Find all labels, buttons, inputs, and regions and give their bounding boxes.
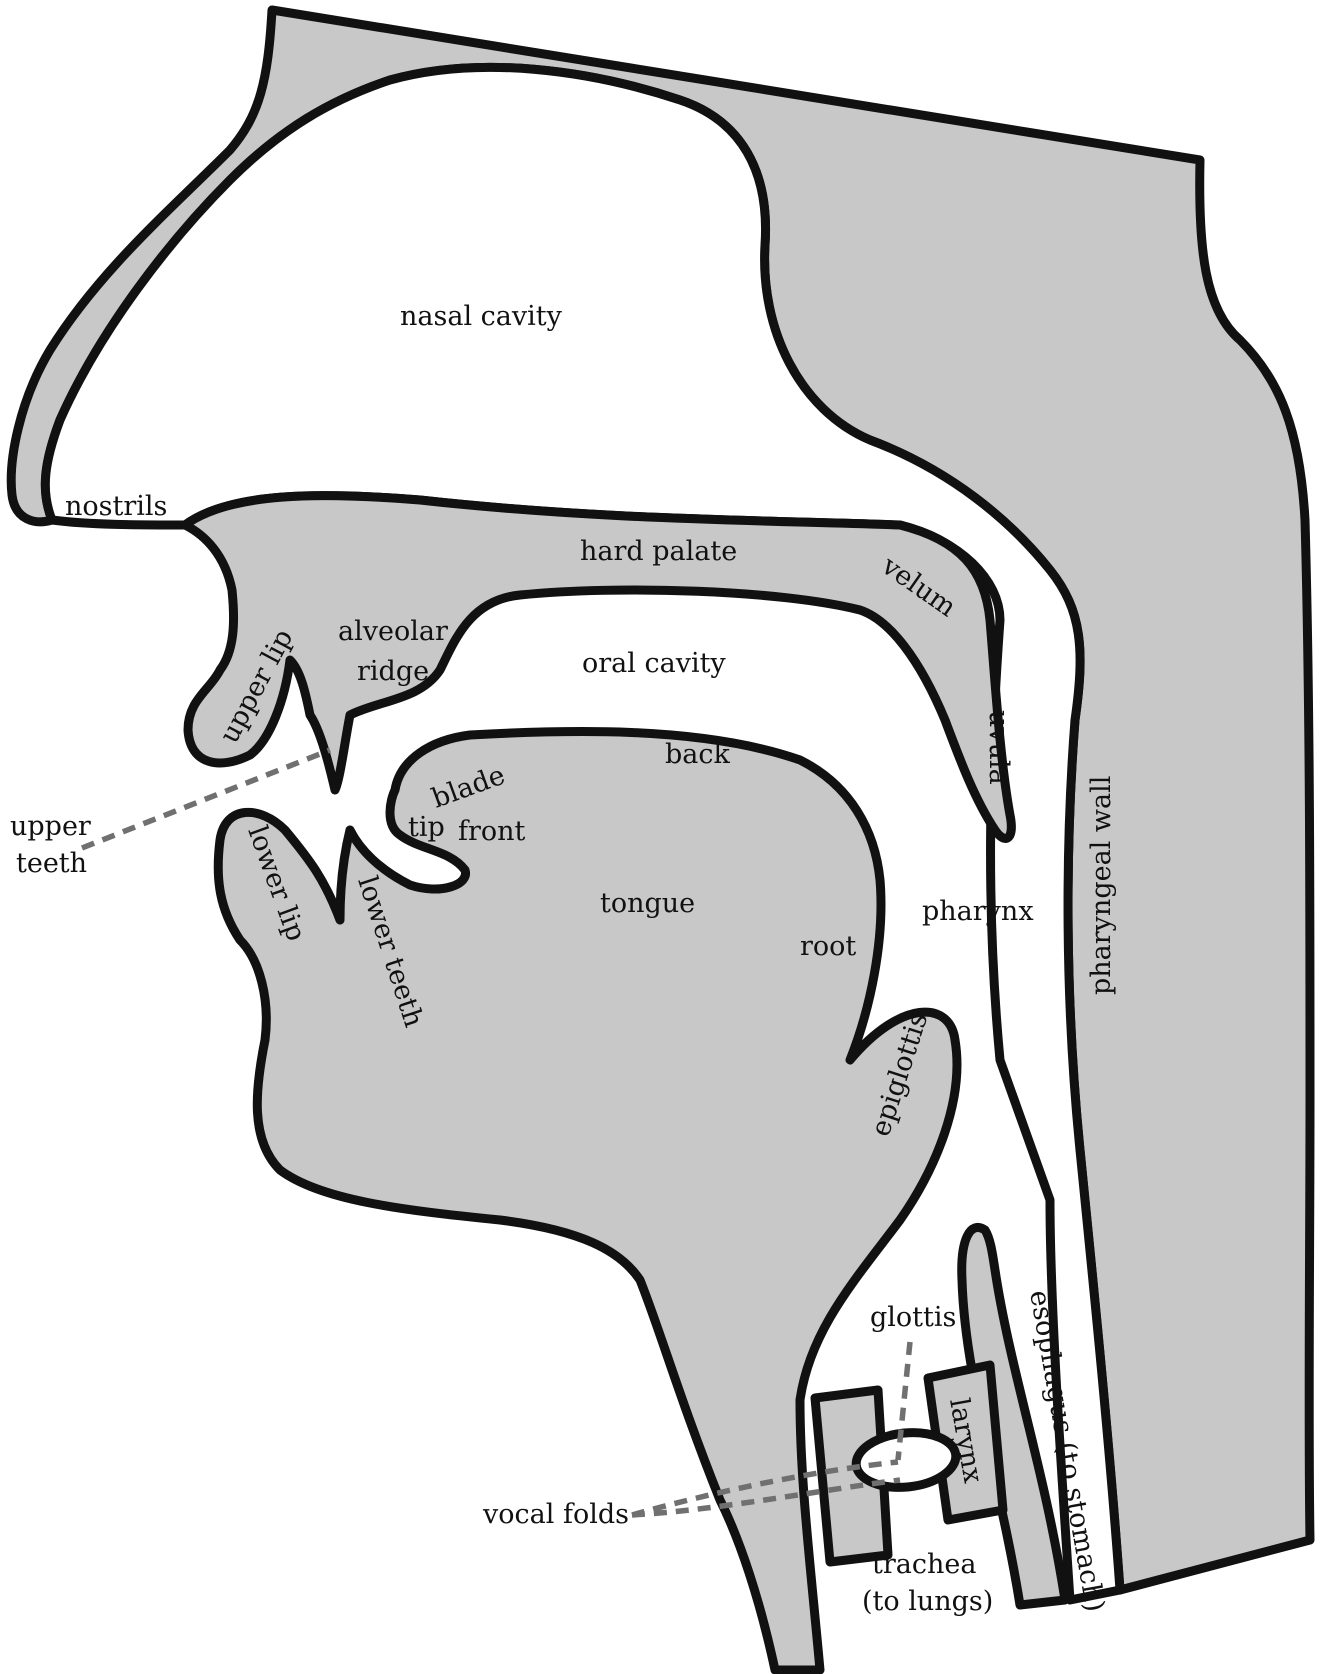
nasal-cavity-label: nasal cavity	[400, 301, 563, 332]
tongue-label: tongue	[600, 888, 695, 919]
root-label: root	[800, 931, 856, 962]
back-label: back	[665, 739, 731, 770]
ridge-label: ridge	[357, 656, 429, 687]
trachea-label-line1: trachea	[872, 1549, 976, 1580]
tip-label: tip	[408, 812, 445, 843]
alveolar-label: alveolar	[338, 616, 448, 647]
upper-teeth-label-line2: teeth	[16, 848, 87, 879]
pharyngeal-wall-label: pharyngeal wall	[1086, 776, 1117, 995]
glottis-label: glottis	[870, 1302, 956, 1333]
nostrils-label: nostrils	[65, 491, 167, 522]
front-label: front	[458, 816, 526, 847]
trachea-label-line2: (to lungs)	[862, 1586, 993, 1617]
upper-teeth-label-line1: upper	[10, 811, 91, 842]
vocal-folds-label: vocal folds	[482, 1499, 629, 1530]
oral-cavity-label: oral cavity	[582, 648, 726, 679]
uvula-label: uvula	[983, 710, 1014, 785]
hard-palate-label: hard palate	[580, 536, 737, 567]
pharynx-label: pharynx	[922, 896, 1034, 927]
